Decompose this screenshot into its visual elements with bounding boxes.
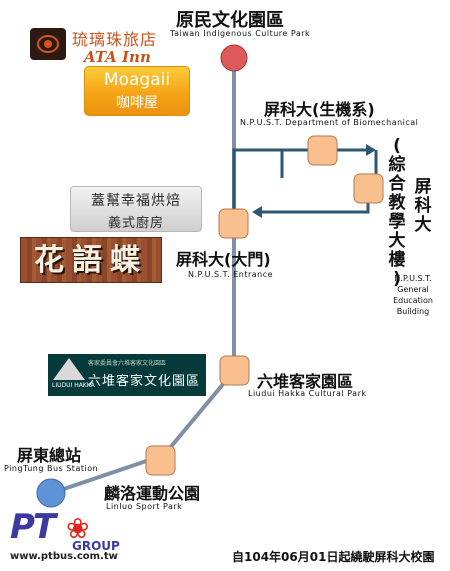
stop-marker-yuanmin[interactable] [220, 44, 248, 72]
stop-marker-busstation[interactable] [36, 478, 66, 508]
hakka-center-small: 客家委員會六堆客家文化園區 [88, 360, 167, 367]
stop-en-linluo: Linluo Sport Park [106, 502, 183, 511]
stop-en-entrance: N.P.U.S.T. Entrance [188, 270, 274, 279]
stop-label-entrance: 屏科大(大門) [176, 250, 271, 269]
campus-loop-return [262, 197, 370, 214]
ptbus-group: GROUP [72, 539, 120, 553]
stop-marker-entrance[interactable] [218, 208, 249, 239]
stop-en-biomech: N.P.U.S.T. Department of Biomechanical [240, 118, 419, 127]
stop-en-yuanmin: Taiwan Indigenous Culture Park [170, 29, 311, 38]
moagaii-en: Moagaii [103, 70, 171, 90]
stop-en-hakka: Liudui Hakka Cultural Park [248, 389, 367, 398]
stop-label-biomech: 屏科大(生機系) [264, 100, 375, 119]
stop-label-linluo: 麟洛運動公園 [104, 484, 201, 503]
stop-label-yuanmin: 原民文化園區 [176, 10, 284, 31]
bakery-logo: 蓋幫幸福烘焙 義式廚房 [70, 186, 202, 232]
bead-emblem-icon [30, 28, 66, 60]
bakery-line2: 義式廚房 [107, 216, 164, 231]
stop-en-busstation: PingTung Bus Station [4, 464, 99, 473]
ata-inn-cn: 琉璃珠旅店 [72, 30, 158, 49]
ata-inn-en: ATA Inn [84, 48, 151, 66]
ptbus-logo: PT ❀ GROUP www.ptbus.com.tw [8, 507, 140, 565]
stop-marker-linluo[interactable] [145, 445, 176, 476]
huayu-text: 花語蝶 [34, 243, 148, 278]
reroute-notice: 自104年06月01日起繞駛屏科大校園 [232, 550, 435, 564]
moagaii-logo: Moagaii 咖啡屋 [84, 66, 190, 116]
stop-marker-biomech[interactable] [307, 135, 338, 166]
stop-marker-general[interactable] [353, 173, 384, 204]
hakka-center-sub: LIUDUI HAKKA [52, 382, 95, 389]
ptbus-url[interactable]: www.ptbus.com.tw [10, 551, 118, 562]
flower-icon: ❀ [66, 512, 90, 545]
stop-label-busstation: 屏東總站 [17, 446, 82, 465]
stop-label-hakka: 六堆客家園區 [257, 372, 354, 391]
stop-en-general: N.P.U.S.T. General Education Building [393, 274, 433, 316]
huayu-logo: 花語蝶 [20, 237, 162, 283]
moagaii-cn: 咖啡屋 [116, 95, 158, 111]
hakka-roof-icon [53, 358, 85, 380]
ata-inn-logo: 琉璃珠旅店 ATA Inn [30, 26, 160, 66]
hakka-center-main: 六堆客家文化園區 [88, 374, 201, 389]
stop-marker-hakka[interactable] [219, 355, 250, 386]
loop-arrowhead-right [366, 144, 376, 156]
bakery-line1: 蓋幫幸福烘焙 [91, 193, 181, 209]
hakka-center-logo: 客家委員會六堆客家文化園區 六堆客家文化園區 LIUDUI HAKKA [48, 354, 206, 396]
stop-label-general-prefix: 屏 科 大 [414, 177, 432, 235]
ptbus-letters: PT [10, 507, 56, 547]
campus-loop-top [280, 148, 366, 178]
stop-label-general-paren: ( 綜 合 教 學 大 樓 ) [388, 136, 406, 289]
loop-arrowhead-left [252, 206, 262, 218]
